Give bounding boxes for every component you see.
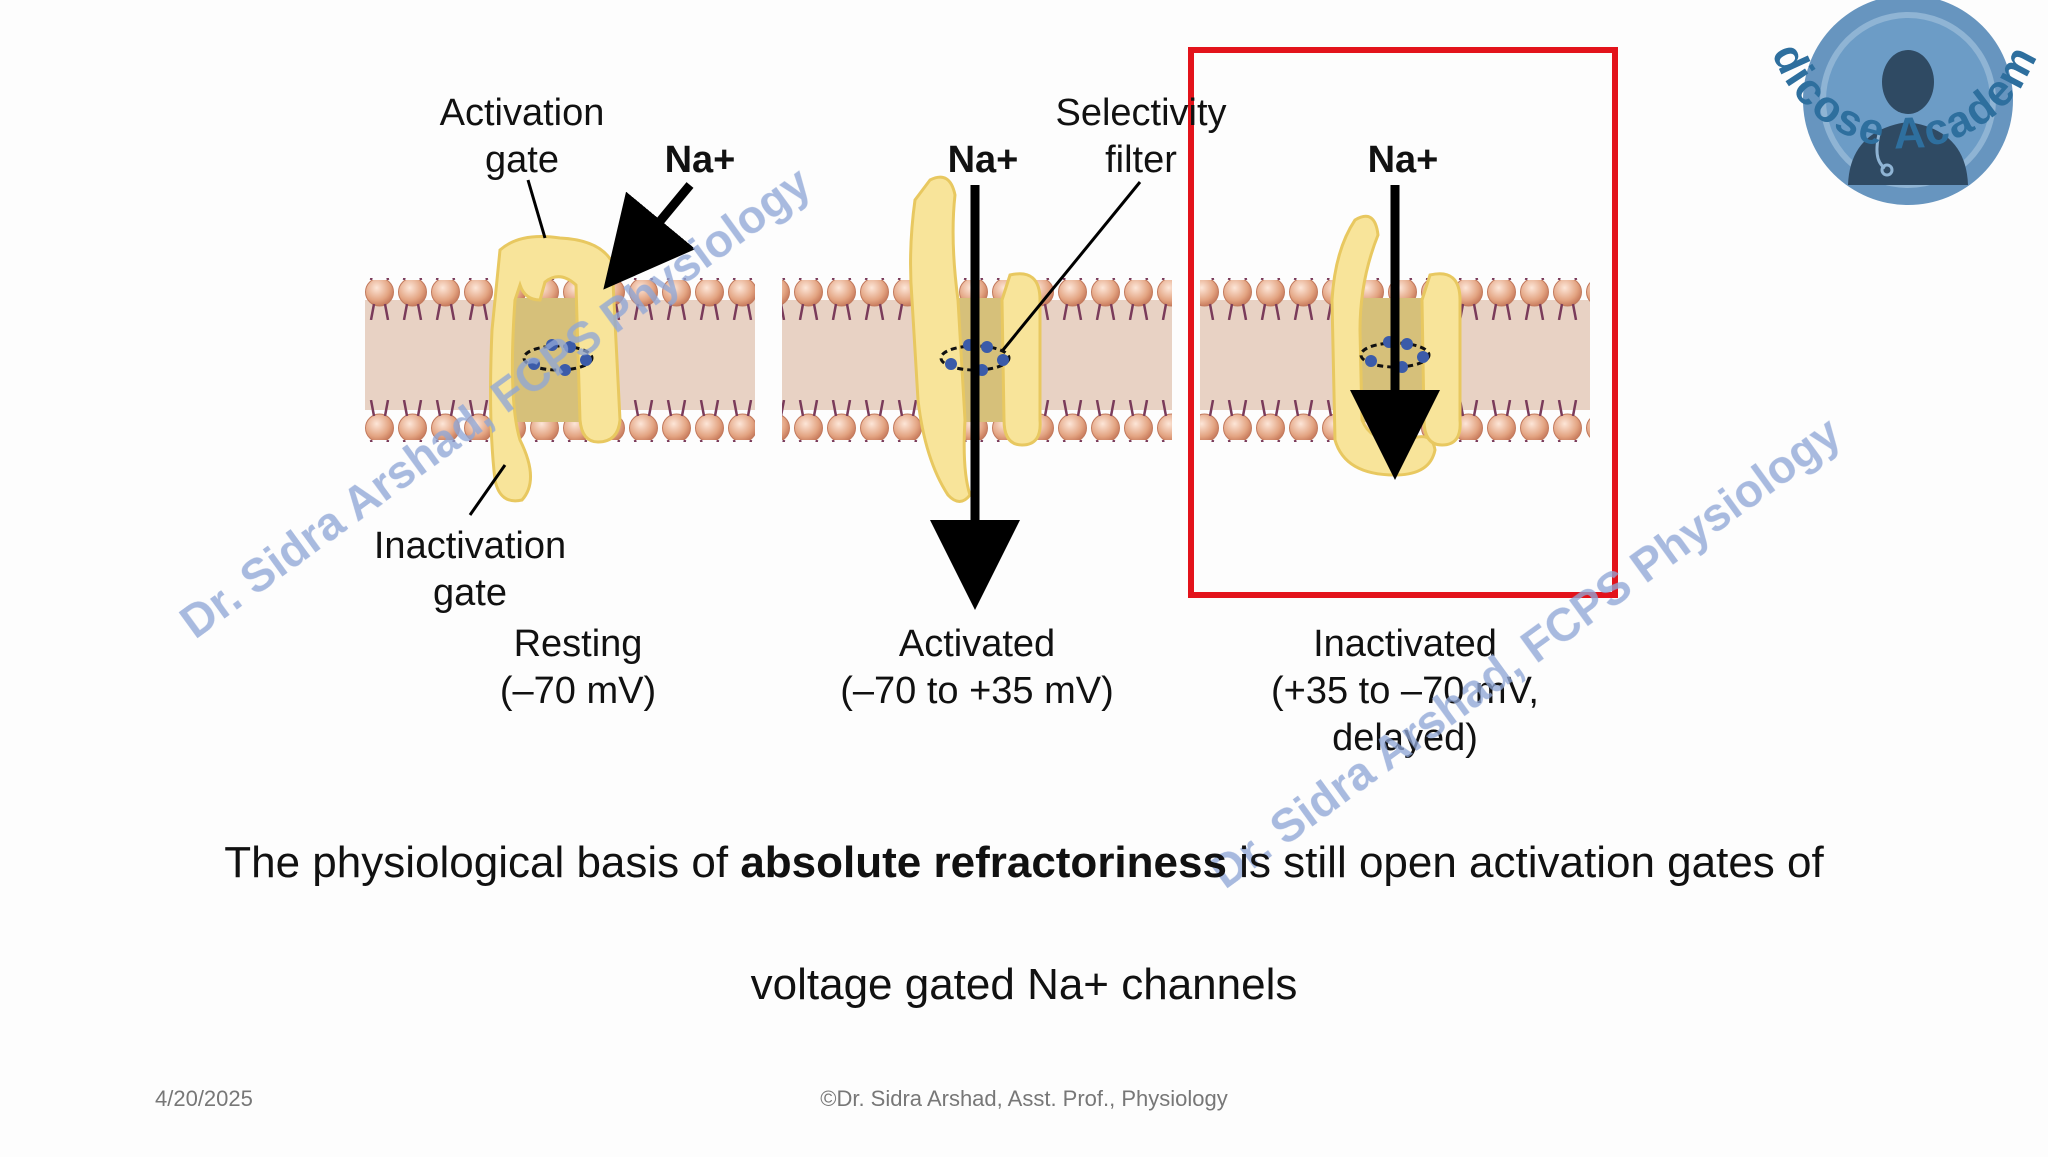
state-inactivated-extra: delayed) bbox=[1332, 717, 1478, 759]
activation-gate-pointer bbox=[526, 179, 547, 239]
caption-suffix: is still open activation gates of bbox=[1226, 838, 1824, 887]
activation-gate-label-1: Activation bbox=[440, 92, 605, 134]
caption-line-2: voltage gated Na+ channels bbox=[750, 960, 1298, 1009]
inactivation-gate-pointer bbox=[468, 464, 507, 516]
watermark-2: Dr. Sidra Arshad, FCPS Physiology bbox=[1200, 406, 1850, 898]
selectivity-filter-pointer bbox=[1001, 181, 1142, 351]
na-label-activated: Na+ bbox=[948, 139, 1019, 181]
selectivity-filter-label-1: Selectivity bbox=[1055, 92, 1226, 134]
caption-line-1: The physiological basis of absolute refr… bbox=[0, 838, 2048, 888]
state-inactivated-name: Inactivated bbox=[1313, 623, 1497, 665]
doctor-icon bbox=[1848, 50, 1968, 185]
resting-na-arrow bbox=[603, 182, 696, 290]
svg-text:Medicose Academics: Medicose Academics bbox=[0, 0, 2047, 159]
state-inactivated-range: (+35 to –70 mV, bbox=[1271, 670, 1539, 712]
caption-bold-term: absolute refractoriness bbox=[740, 838, 1227, 887]
logo: Medicose Academics bbox=[0, 0, 2047, 205]
state-activated-name: Activated bbox=[899, 623, 1055, 665]
selectivity-filter-label-2: filter bbox=[1105, 139, 1177, 181]
activation-gate-label-2: gate bbox=[485, 139, 559, 181]
state-resting-name: Resting bbox=[514, 623, 643, 665]
na-label-resting: Na+ bbox=[665, 139, 736, 181]
state-activated-range: (–70 to +35 mV) bbox=[840, 670, 1114, 712]
highlight-box bbox=[1188, 47, 1618, 598]
caption-prefix: The physiological basis of bbox=[224, 838, 741, 887]
footer-credit: ©Dr. Sidra Arshad, Asst. Prof., Physiolo… bbox=[820, 1086, 1228, 1111]
inactivation-gate-label-1: Inactivation bbox=[374, 525, 566, 567]
inactivation-gate-label-2: gate bbox=[433, 572, 507, 614]
na-label-inactivated: Na+ bbox=[1368, 139, 1439, 181]
footer-date: 4/20/2025 bbox=[155, 1086, 253, 1111]
state-resting-range: (–70 mV) bbox=[500, 670, 656, 712]
logo-text: Medicose Academics bbox=[0, 0, 2045, 159]
